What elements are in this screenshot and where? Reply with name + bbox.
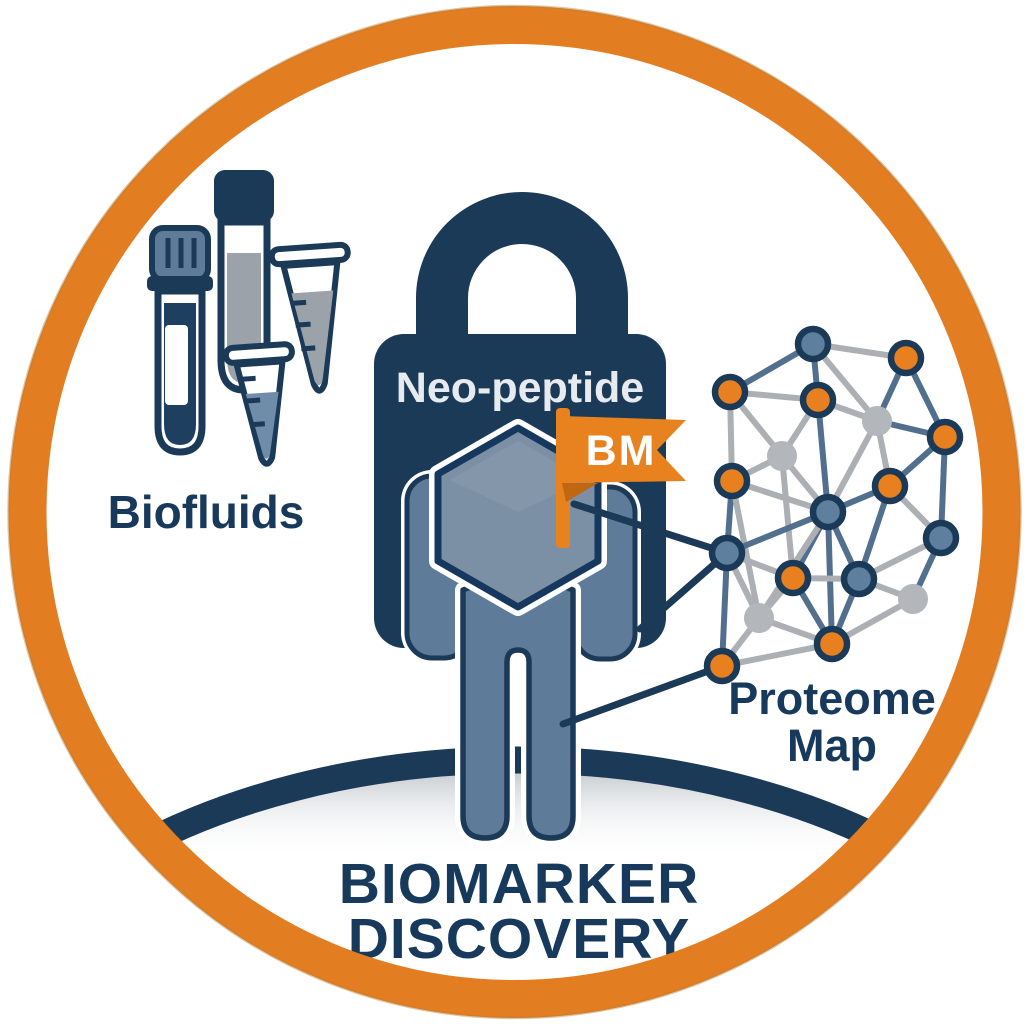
padlock-shackle	[416, 192, 628, 348]
network-node-blue	[794, 325, 832, 363]
network-node-gray	[862, 406, 892, 436]
network-node-orange	[711, 373, 749, 411]
title-line1: BIOMARKER	[339, 852, 700, 916]
network-edge	[779, 453, 796, 581]
blood-tube-cap-band	[147, 276, 213, 291]
network-edge	[719, 550, 730, 669]
biofluids-label: Biofluids	[108, 486, 305, 538]
blood-tube-icon	[147, 225, 213, 456]
network-node-gray	[898, 584, 928, 614]
graduation-mark	[241, 375, 256, 382]
test-tube-cap	[214, 170, 274, 222]
network-node-orange	[871, 467, 909, 505]
connector-line	[559, 662, 726, 728]
network-node-orange	[703, 647, 741, 685]
microtube-front-icon	[222, 341, 295, 467]
network-node-orange	[926, 418, 964, 456]
network-edge	[729, 478, 762, 621]
network-node-orange	[774, 559, 812, 597]
padlock-group: Neo-peptide BM	[374, 192, 731, 846]
graduation-mark	[301, 345, 316, 352]
bm-flag	[562, 416, 686, 483]
graduation-mark	[290, 299, 307, 306]
blood-tube-label	[165, 325, 188, 405]
neo-peptide-label: Neo-peptide	[396, 364, 644, 412]
network-edge	[815, 397, 831, 515]
bm-flag-fold	[562, 483, 598, 502]
connector-line	[570, 500, 731, 557]
network-node-blue	[809, 493, 847, 531]
network-node-gray	[767, 441, 797, 471]
antibody-legs	[460, 565, 576, 841]
network-node-blue	[840, 560, 878, 598]
biofluids-tubes	[147, 170, 351, 467]
graduation-mark	[246, 397, 261, 404]
outer-ring	[8, 6, 1021, 1018]
network-node-gray	[744, 603, 774, 633]
network-node-blue	[922, 519, 960, 557]
ground-arc	[44, 746, 985, 982]
connector-lines	[559, 500, 731, 728]
outer-ring-edge	[7, 4, 1022, 1020]
network-node-orange	[799, 381, 837, 419]
title-line2: DISCOVERY	[348, 907, 691, 971]
microtube-right-liquid	[291, 290, 334, 386]
network-node-orange	[887, 339, 925, 377]
hexagon-highlight	[450, 441, 586, 512]
graduation-mark	[295, 321, 311, 328]
microtube-right-icon	[268, 241, 351, 394]
network-node-orange	[713, 462, 751, 500]
proteome-network-nodes	[703, 325, 964, 685]
connector-line	[636, 549, 731, 633]
network-edge	[719, 641, 835, 669]
bm-flag-label: BM	[586, 427, 657, 475]
proteome-map-label-line2: Map	[787, 720, 877, 771]
graduation-mark	[251, 421, 265, 428]
proteome-map-label-line1: Proteome	[728, 673, 936, 724]
network-node-blue	[708, 534, 746, 572]
network-node-orange	[813, 625, 851, 663]
